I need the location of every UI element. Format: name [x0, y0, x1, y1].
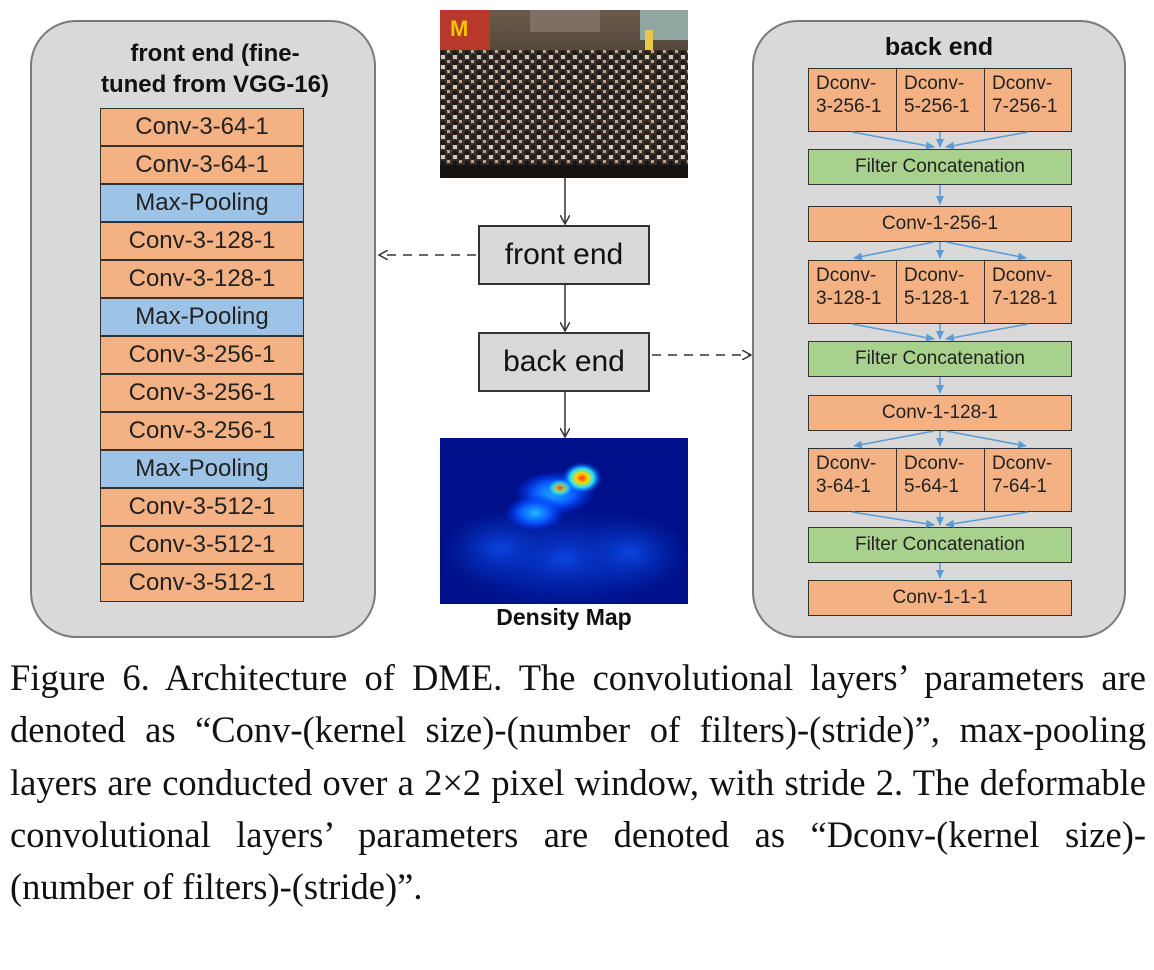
dconv-cell: Dconv- 3-64-1 — [808, 448, 897, 512]
crowd-photo-graphic: M — [440, 10, 688, 178]
front-end-layer: Conv-3-512-1 — [100, 526, 304, 564]
front-end-layer: Conv-3-64-1 — [100, 146, 304, 184]
back-end-arrows — [851, 131, 1029, 579]
density-map-label: Density Map — [496, 604, 632, 630]
conv-1x1-layer: Conv-1-256-1 — [808, 206, 1072, 242]
filter-concatenation: Filter Concatenation — [808, 149, 1072, 185]
back-end-title: back end — [884, 33, 994, 61]
front-end-layer: Max-Pooling — [100, 450, 304, 488]
filter-concatenation: Filter Concatenation — [808, 527, 1072, 563]
front-end-layer: Conv-3-128-1 — [100, 222, 304, 260]
density-heatmap-graphic — [440, 438, 688, 604]
front-end-layer: Conv-3-512-1 — [100, 488, 304, 526]
figure-caption: Figure 6. Architecture of DME. The convo… — [10, 657, 1146, 908]
front-end-layer: Max-Pooling — [100, 298, 304, 336]
dconv-cell: Dconv- 7-128-1 — [984, 260, 1072, 324]
front-end-layer: Conv-3-256-1 — [100, 336, 304, 374]
front-end-title: front end (fine- tuned from VGG-16) — [84, 38, 346, 100]
front-end-layer: Max-Pooling — [100, 184, 304, 222]
dconv-cell: Dconv- 5-256-1 — [896, 68, 985, 132]
front-end-layer: Conv-3-256-1 — [100, 374, 304, 412]
center-flow-arrows — [380, 178, 750, 436]
dconv-cell: Dconv- 7-64-1 — [984, 448, 1072, 512]
svg-text:M: M — [450, 16, 468, 41]
dconv-cell: Dconv- 3-128-1 — [808, 260, 897, 324]
back-end-box: back end — [478, 332, 650, 392]
front-end-layer: Conv-3-256-1 — [100, 412, 304, 450]
conv-1x1-layer: Conv-1-1-1 — [808, 580, 1072, 616]
dconv-cell: Dconv- 7-256-1 — [984, 68, 1072, 132]
front-end-layer: Conv-3-128-1 — [100, 260, 304, 298]
filter-concatenation: Filter Concatenation — [808, 341, 1072, 377]
front-end-layer: Conv-3-512-1 — [100, 564, 304, 602]
density-map-image — [440, 438, 688, 604]
front-end-title-line2: tuned from VGG-16) — [100, 71, 329, 98]
crowd-photo: M — [440, 10, 688, 178]
front-end-title-line1: front end (fine- — [130, 40, 300, 67]
conv-1x1-layer: Conv-1-128-1 — [808, 395, 1072, 431]
front-end-layer: Conv-3-64-1 — [100, 108, 304, 146]
dconv-cell: Dconv- 5-128-1 — [896, 260, 985, 324]
front-end-box: front end — [478, 225, 650, 285]
arrows-overlay — [0, 131, 1029, 579]
